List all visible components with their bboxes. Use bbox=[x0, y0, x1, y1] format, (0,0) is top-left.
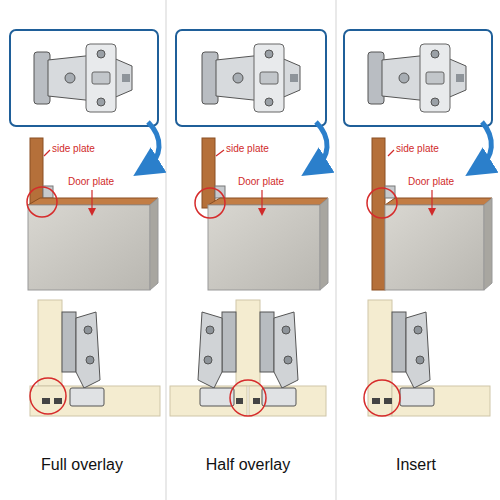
part-label: Door plate bbox=[238, 176, 284, 188]
label-slot: Door plate bbox=[238, 176, 284, 188]
label-slot: Insert bbox=[346, 455, 486, 475]
label-slot: Door plate bbox=[68, 176, 114, 188]
part-label: side plate bbox=[226, 143, 269, 155]
part-label: Door plate bbox=[68, 176, 114, 188]
part-label: side plate bbox=[52, 143, 95, 155]
label-slot: side plate bbox=[396, 143, 439, 155]
label-slot: side plate bbox=[52, 143, 95, 155]
overlay-type-label: Full overlay bbox=[12, 455, 152, 475]
part-label: side plate bbox=[396, 143, 439, 155]
label-slot: Door plate bbox=[408, 176, 454, 188]
label-slot: side plate bbox=[226, 143, 269, 155]
label-slot: Half overlay bbox=[178, 455, 318, 475]
part-label: Door plate bbox=[408, 176, 454, 188]
overlay-type-label: Half overlay bbox=[178, 455, 318, 475]
overlay-type-label: Insert bbox=[346, 455, 486, 475]
label-slot: Full overlay bbox=[12, 455, 152, 475]
